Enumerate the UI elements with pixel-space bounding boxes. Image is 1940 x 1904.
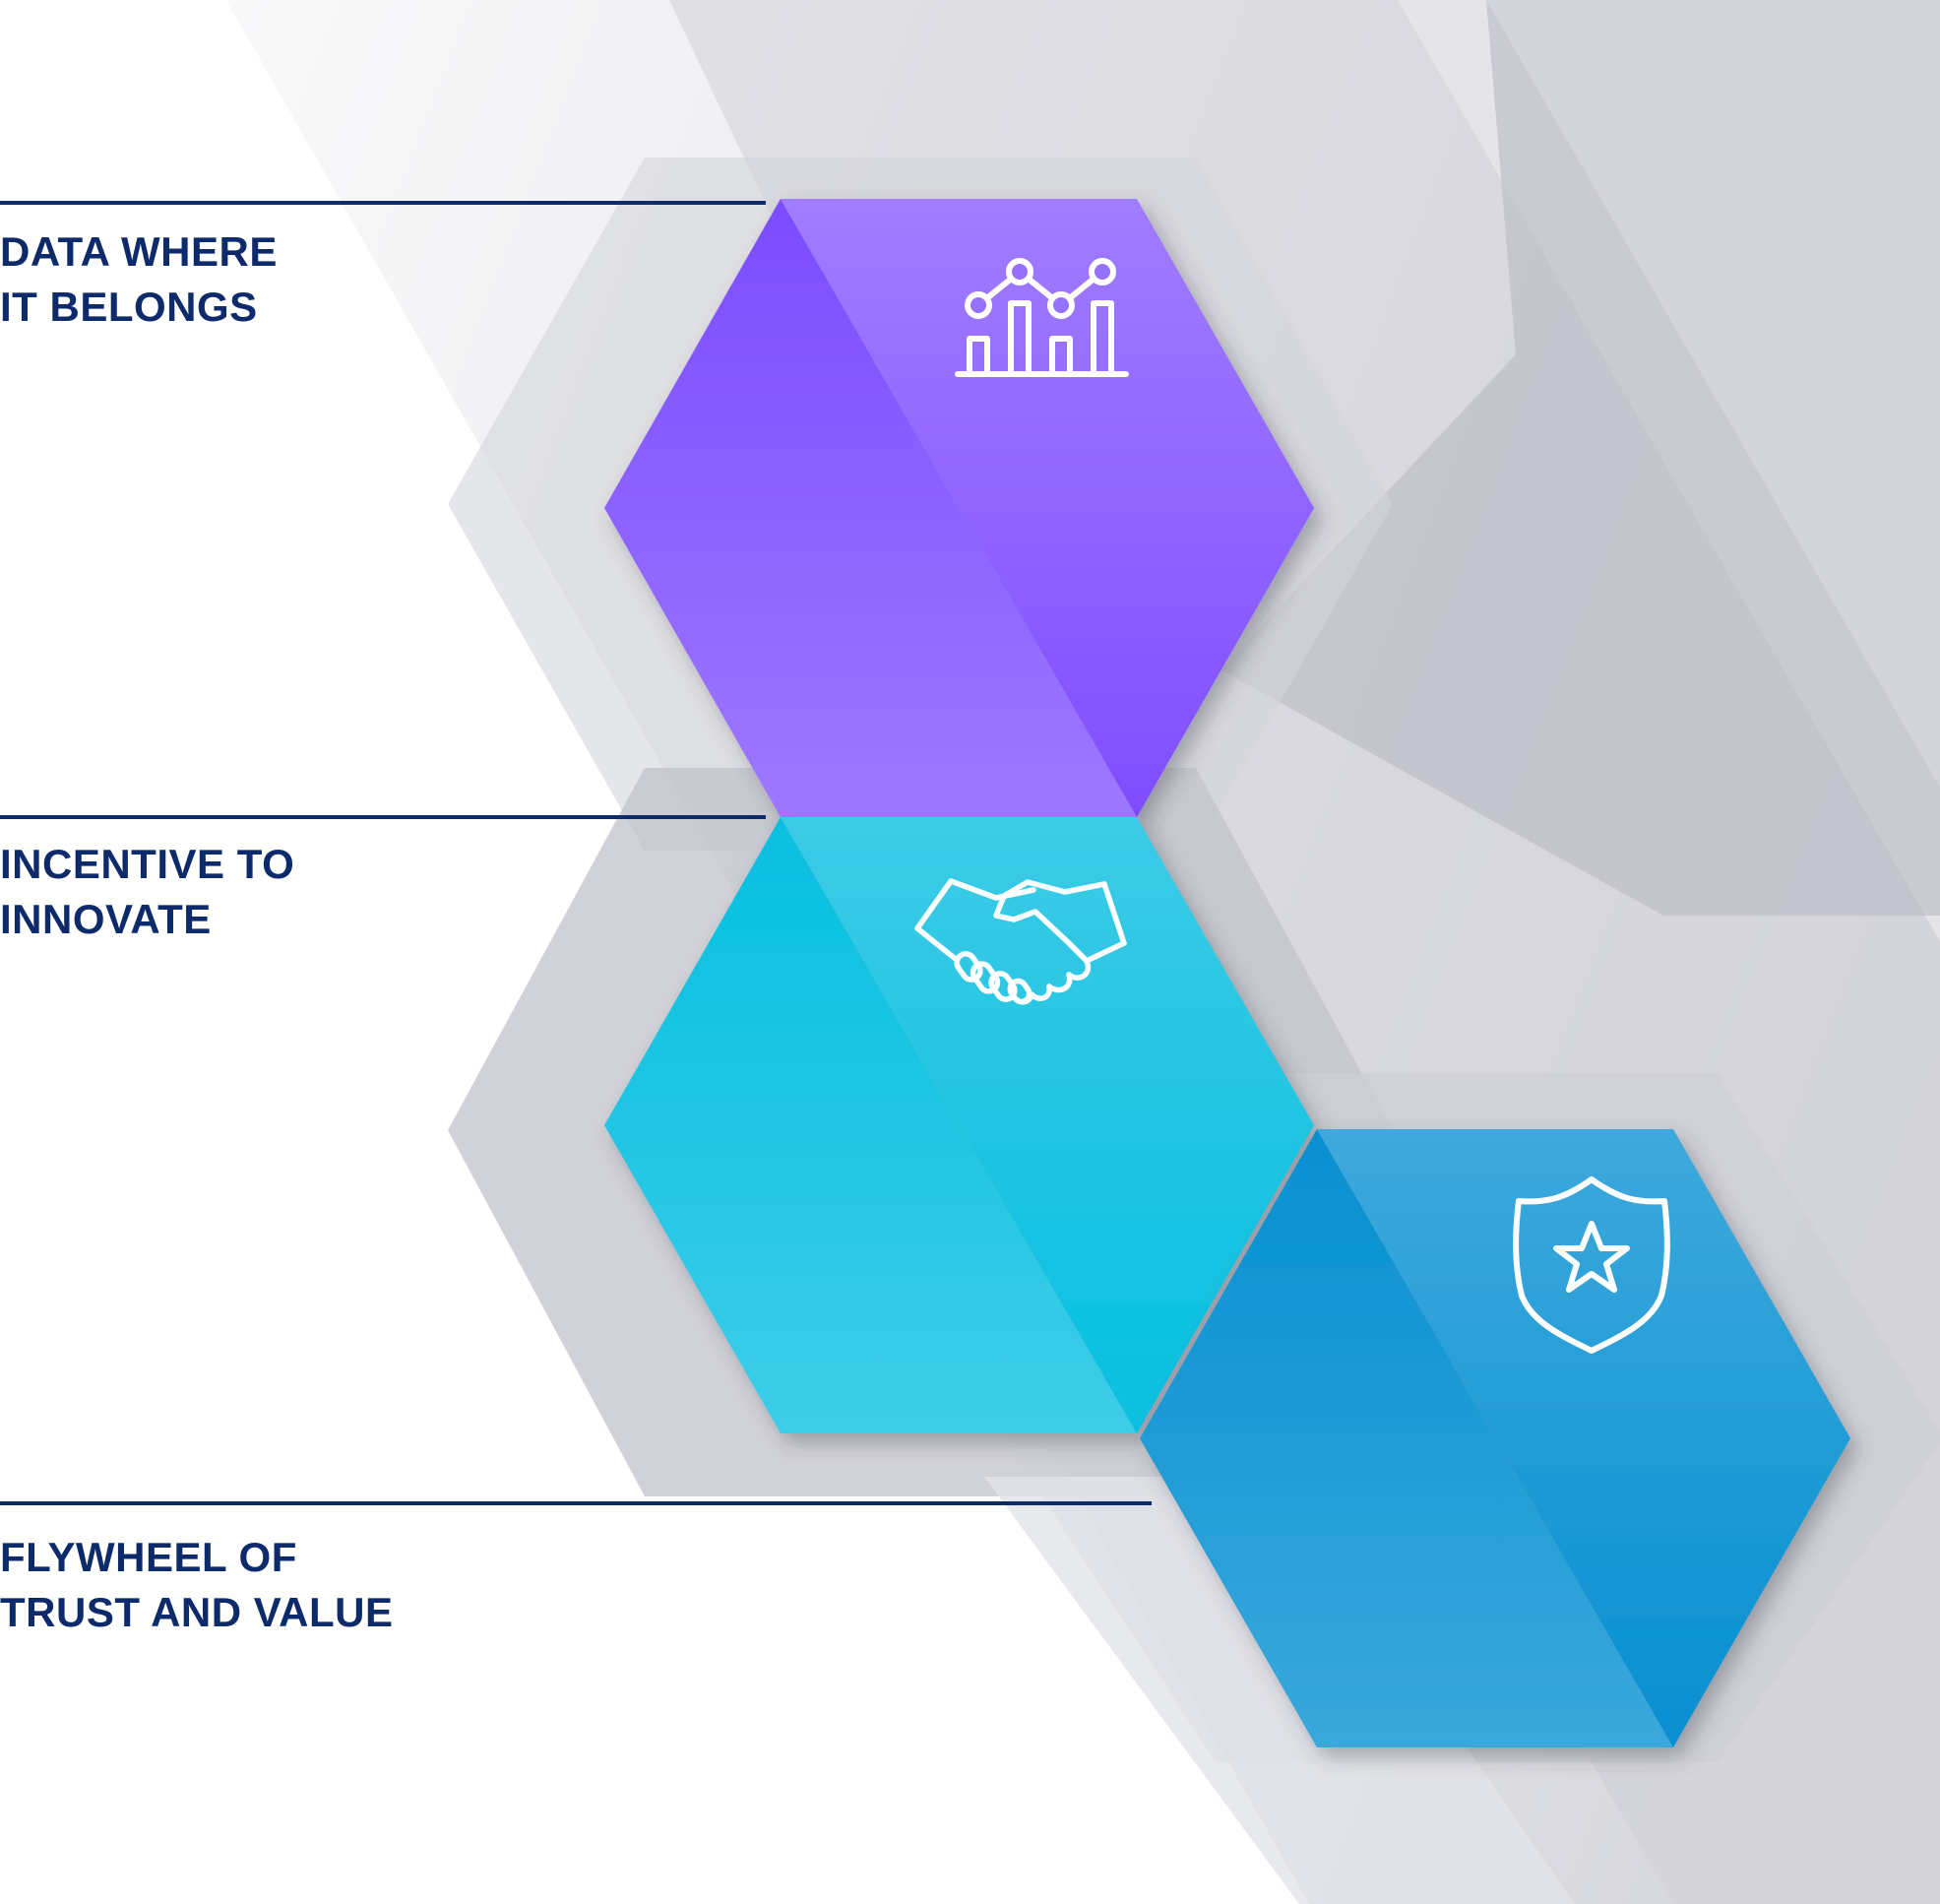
- label-incentive-to-innovate: INCENTIVE TO INNOVATE: [0, 837, 294, 947]
- label-line: DATA WHERE: [0, 228, 278, 275]
- hexagon-face-light: [781, 817, 1314, 1433]
- connector-lines: [0, 201, 1152, 1505]
- shield-star-icon: [1513, 1176, 1670, 1354]
- analytics-chart-icon: [955, 258, 1129, 377]
- label-line: FLYWHEEL OF: [0, 1534, 297, 1580]
- hexagon-face-dark: [1140, 1129, 1673, 1747]
- handshake-icon: [914, 878, 1127, 1005]
- hexagon-face-light: [1317, 1129, 1850, 1747]
- hexagon-face-light: [781, 199, 1314, 817]
- background-stripe: [984, 1477, 1575, 1904]
- label-line: IT BELONGS: [0, 284, 258, 330]
- label-line: INCENTIVE TO: [0, 841, 295, 887]
- hexagon-face-dark: [604, 199, 1137, 817]
- hexagon-flywheel-of-trust-and-value: [1140, 1129, 1850, 1747]
- label-flywheel-of-trust-and-value: FLYWHEEL OF TRUST AND VALUE: [0, 1530, 394, 1640]
- background-stripe: [1220, 0, 1940, 916]
- label-line: TRUST AND VALUE: [0, 1589, 394, 1635]
- hexagon-face-dark: [604, 817, 1137, 1433]
- label-data-where-it-belongs: DATA WHERE IT BELONGS: [0, 224, 278, 335]
- hexagon-incentive-to-innovate: [604, 817, 1314, 1433]
- hexagon-data-where-it-belongs: [604, 199, 1314, 817]
- label-line: INNOVATE: [0, 896, 212, 942]
